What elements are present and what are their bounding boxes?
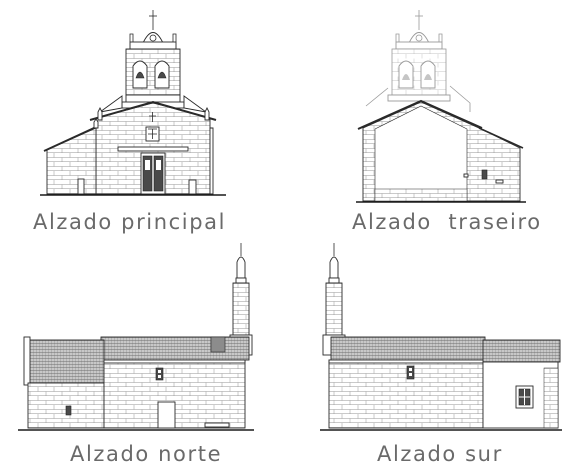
caption-north: Alzado norte [70, 442, 222, 466]
north-elevation: Alzado norte [18, 243, 254, 466]
rear-elevation: Alzado traseiro [352, 10, 542, 234]
north-side-door [157, 401, 176, 429]
bell-tower [121, 10, 185, 109]
front-elevation: Alzado principal [33, 10, 226, 234]
south-nave-wall [328, 359, 484, 429]
south-window [406, 365, 415, 380]
rear-bell-tower [365, 10, 471, 112]
pinnacles [93, 106, 210, 129]
south-annex-roof [482, 339, 561, 363]
rear-small-window [481, 169, 488, 180]
south-nave-roof [330, 336, 486, 361]
north-nave-roof [100, 336, 250, 361]
caption-rear: Alzado traseiro [352, 210, 542, 234]
north-annex-window [65, 405, 72, 416]
north-window [155, 367, 164, 381]
north-annex-roof [25, 339, 105, 384]
caption-south: Alzado sur [377, 442, 503, 466]
north-annex-wall [27, 382, 105, 429]
caption-front: Alzado principal [33, 210, 226, 234]
south-elevation: Alzado sur [320, 243, 562, 466]
